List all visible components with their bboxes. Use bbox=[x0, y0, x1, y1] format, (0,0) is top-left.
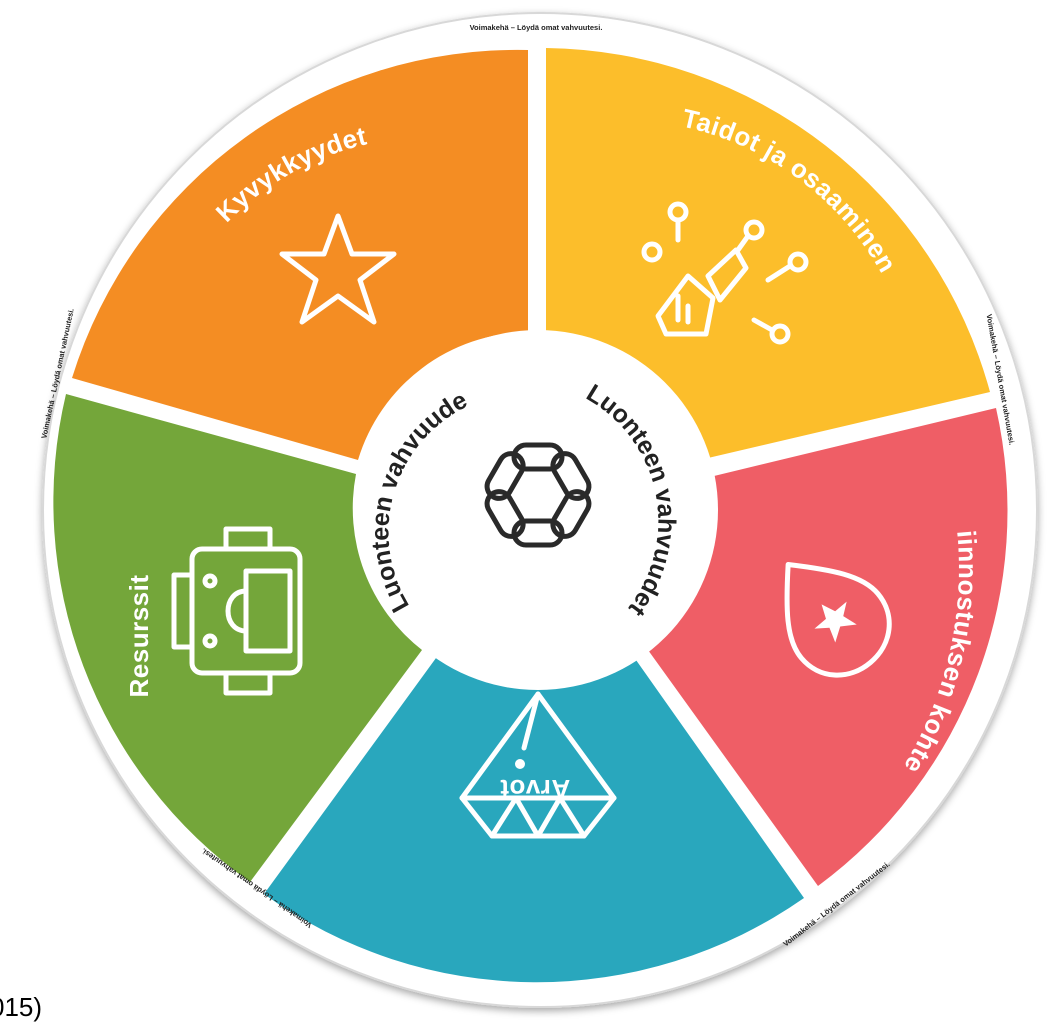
diamond-icon bbox=[459, 691, 617, 839]
segment-taidot-ja-osaaminen[interactable] bbox=[546, 48, 990, 458]
segment-resurssit[interactable] bbox=[53, 394, 423, 882]
skills-figure-icon bbox=[641, 201, 809, 345]
citation-fragment: 015) bbox=[0, 992, 43, 1022]
chain-link bbox=[484, 451, 526, 501]
chain-link bbox=[484, 489, 526, 539]
segment-label-resurssit: Resurssit bbox=[124, 575, 154, 698]
chain-link bbox=[511, 442, 565, 472]
backpack-icon bbox=[171, 526, 303, 696]
chain-link bbox=[550, 489, 592, 539]
segment-arvot[interactable] bbox=[264, 658, 804, 983]
star-icon bbox=[279, 213, 397, 325]
segment-kiinnostuksen-kohteet[interactable] bbox=[648, 408, 1008, 886]
chain-link bbox=[511, 518, 565, 548]
star-drop-icon bbox=[784, 562, 892, 678]
rim-text-0: Voimakehä – Löydä omat vahvuutesi. bbox=[470, 23, 603, 32]
chain-ring-icon bbox=[484, 442, 592, 548]
hub-circle bbox=[358, 330, 718, 690]
chain-link bbox=[550, 451, 592, 501]
